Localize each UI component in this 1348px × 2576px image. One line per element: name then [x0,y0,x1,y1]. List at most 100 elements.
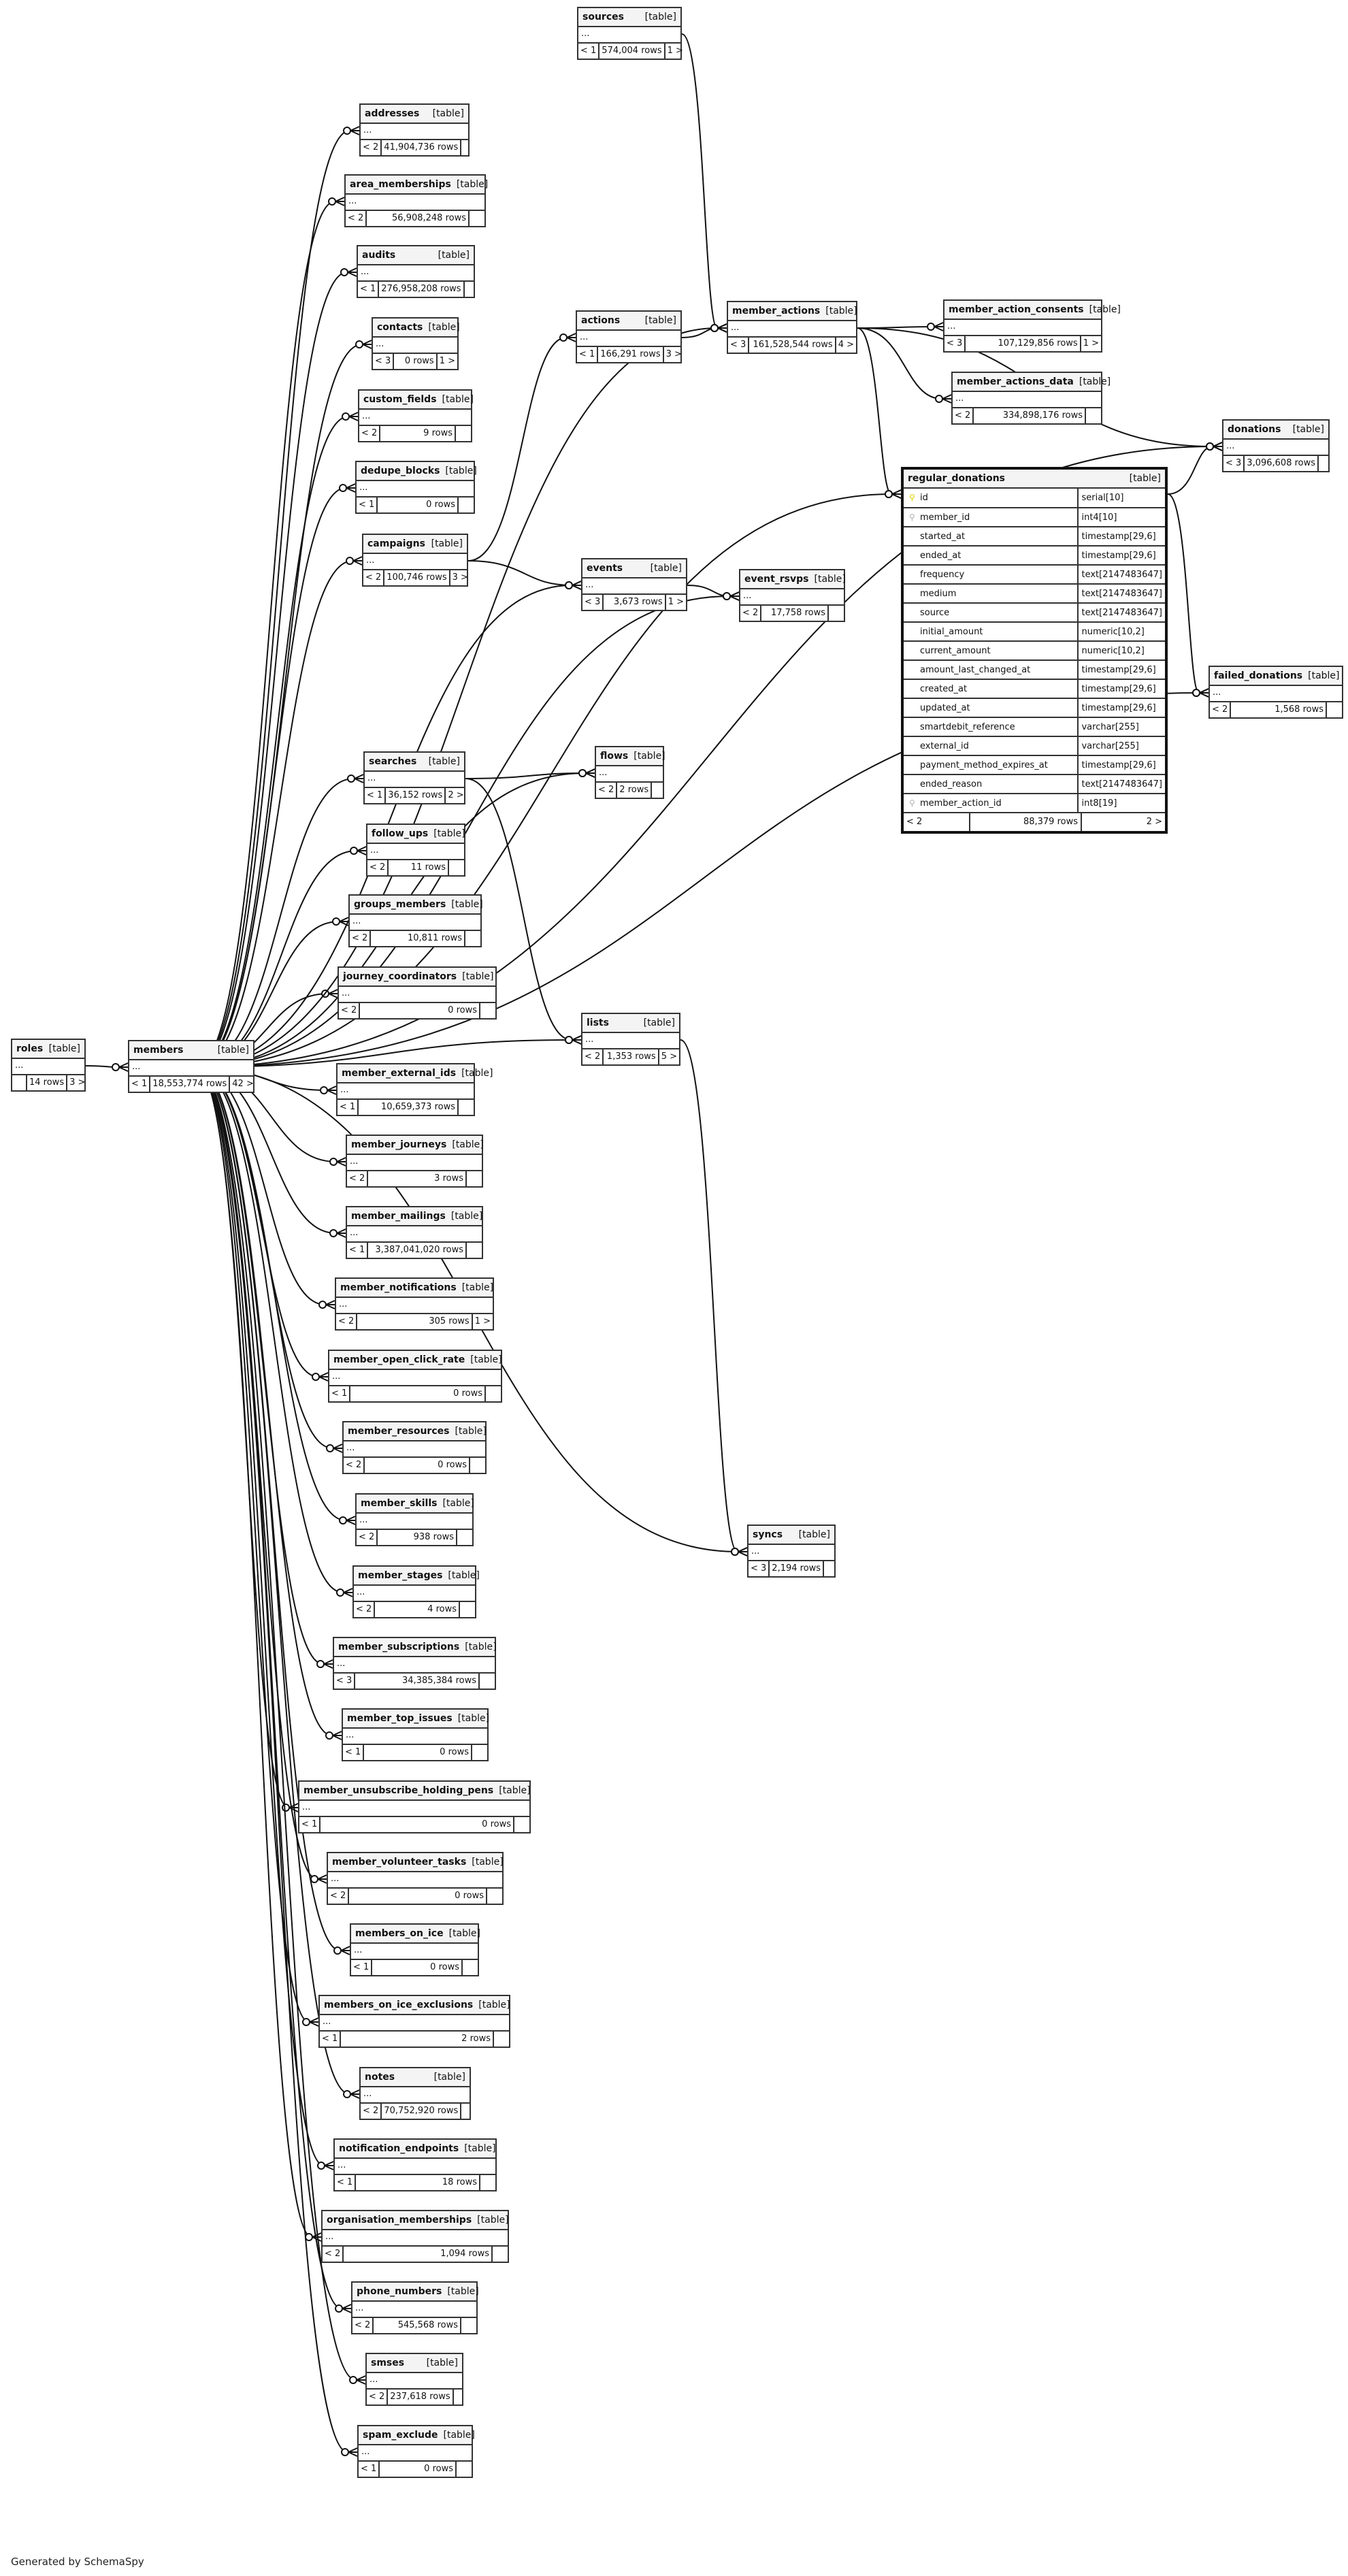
parent-count[interactable]: < 2 [328,1889,350,1904]
child-count[interactable] [465,282,480,297]
table-name[interactable]: member_actions [732,306,821,316]
table-name[interactable]: contacts [377,322,423,333]
child-count[interactable] [461,2104,476,2119]
parent-count[interactable]: < 2 [357,1530,378,1545]
parent-count[interactable]: < 1 [351,1960,373,1975]
parent-count[interactable]: < 2 [323,2247,344,2262]
table-name[interactable]: member_subscriptions [338,1642,460,1652]
table-name[interactable]: events [587,563,623,574]
child-count[interactable] [1319,456,1334,471]
parent-count[interactable]: < 2 [1210,702,1232,717]
parent-count[interactable]: < 1 [347,1243,369,1258]
child-count[interactable] [1327,702,1342,717]
table-name[interactable]: lists [587,1017,609,1028]
parent-count[interactable]: < 2 [352,2318,374,2333]
table-name[interactable]: event_rsvps [744,574,809,585]
parent-count[interactable]: < 2 [740,606,762,621]
parent-count[interactable]: < 3 [728,338,750,353]
parent-count[interactable]: < 1 [365,788,387,803]
child-count[interactable] [459,1100,474,1115]
parent-count[interactable]: < 2 [346,211,367,226]
child-count[interactable] [480,2175,495,2190]
child-count[interactable] [461,2318,476,2333]
child-count[interactable]: 42 > [232,1079,254,1089]
parent-count[interactable]: < 1 [343,1745,365,1760]
parent-count[interactable]: < 3 [373,354,395,369]
table-name[interactable]: groups_members [354,899,446,910]
child-count[interactable] [494,2032,509,2047]
child-count[interactable]: 2 > [448,790,464,800]
table-name[interactable]: phone_numbers [357,2286,442,2297]
parent-count[interactable]: < 1 [299,1817,321,1832]
child-count[interactable] [461,140,476,155]
child-count[interactable] [824,1561,839,1576]
child-count[interactable] [1086,408,1101,423]
parent-count[interactable]: < 2 [953,408,974,423]
parent-count[interactable]: < 1 [357,498,378,512]
table-name[interactable]: notification_endpoints [339,2143,459,2154]
table-member-unsubscribe-holding-pens[interactable]: member_unsubscribe_holding_pens[table]..… [298,1780,531,1833]
child-count[interactable] [480,1674,495,1689]
parent-count[interactable]: < 1 [329,1386,351,1401]
parent-count[interactable]: < 1 [320,2032,342,2047]
child-count[interactable]: 5 > [661,1051,677,1062]
parent-count[interactable]: < 1 [335,2175,357,2190]
table-name[interactable]: organisation_memberships [327,2215,472,2226]
table-name[interactable]: member_open_click_rate [333,1354,465,1365]
child-count[interactable] [472,1745,487,1760]
table-name[interactable]: regular_donations [908,473,1006,484]
parent-count[interactable]: < 2 [367,860,389,875]
child-count[interactable] [470,1458,485,1473]
table-name[interactable]: syncs [753,1529,783,1540]
child-count[interactable] [652,783,667,798]
parent-count[interactable]: < 3 [334,1674,356,1689]
child-count[interactable] [457,2462,472,2477]
parent-count[interactable]: < 2 [336,1314,358,1329]
child-count[interactable] [459,498,474,512]
child-count[interactable] [487,1889,502,1904]
table-name[interactable]: member_resources [348,1426,450,1437]
parent-count[interactable]: < 3 [1223,456,1245,471]
table-name[interactable]: member_external_ids [342,1068,457,1079]
child-count[interactable] [465,931,480,946]
child-count[interactable] [470,211,484,226]
table-name[interactable]: member_stages [358,1570,443,1581]
child-count[interactable] [467,1243,482,1258]
child-count[interactable]: 3 > [452,572,468,583]
table-name[interactable]: custom_fields [363,394,437,405]
table-name[interactable]: campaigns [367,538,425,549]
child-count[interactable] [449,860,464,875]
parent-count[interactable] [12,1075,27,1090]
parent-count[interactable]: < 2 [347,1171,369,1186]
child-count[interactable] [486,1386,501,1401]
table-name[interactable]: follow_ups [372,828,429,839]
child-count[interactable]: 1 > [474,1316,491,1326]
parent-count[interactable]: < 3 [749,1561,770,1576]
